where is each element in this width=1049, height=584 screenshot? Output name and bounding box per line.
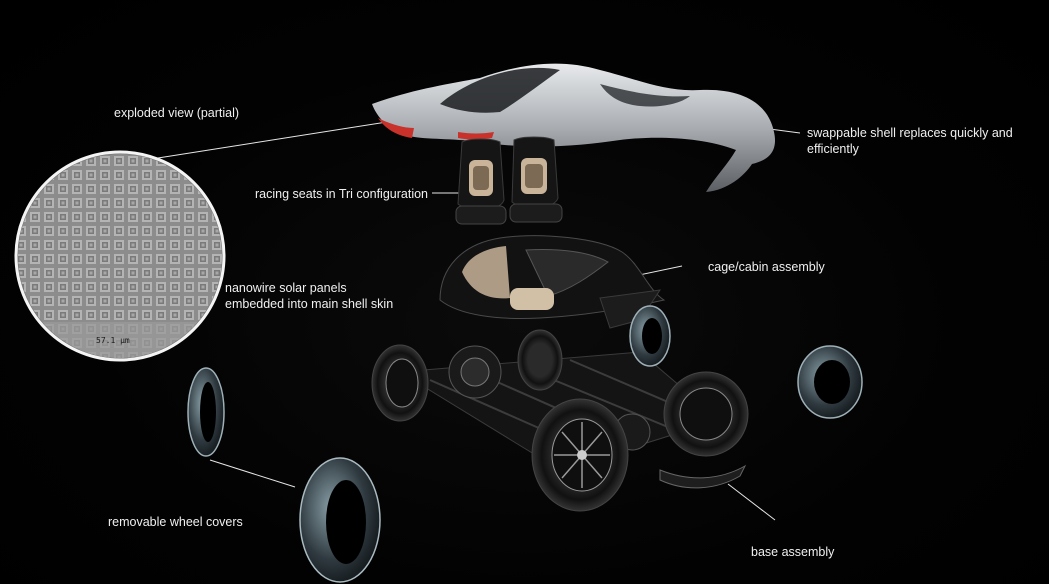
leader-line-wheel-covers: [209, 459, 296, 488]
shell-illustration: [372, 63, 776, 192]
label-cage-cabin: cage/cabin assembly: [708, 260, 825, 274]
label-swappable-shell: swappable shell replaces quickly and eff…: [807, 126, 1013, 156]
leader-line-exploded-view: [157, 117, 413, 159]
racing-seats-illustration: [455, 136, 563, 225]
label-nanowire-panels: nanowire solar panels embedded into main…: [225, 281, 394, 311]
label-racing-seats: racing seats in Tri configuration: [255, 187, 429, 201]
label-base-assembly: base assembly: [751, 545, 835, 559]
label-exploded-view: exploded view (partial): [114, 106, 240, 120]
wheels-illustration: [371, 329, 749, 512]
cage-cabin-illustration: [439, 235, 666, 329]
micrograph-scale-bar: 57.1 µm: [96, 336, 130, 345]
leader-line-base: [727, 483, 776, 521]
wheel-covers-illustration: [187, 305, 863, 583]
label-removable-wheel-covers: removable wheel covers: [108, 515, 243, 529]
nanowire-micrograph: [14, 150, 226, 362]
